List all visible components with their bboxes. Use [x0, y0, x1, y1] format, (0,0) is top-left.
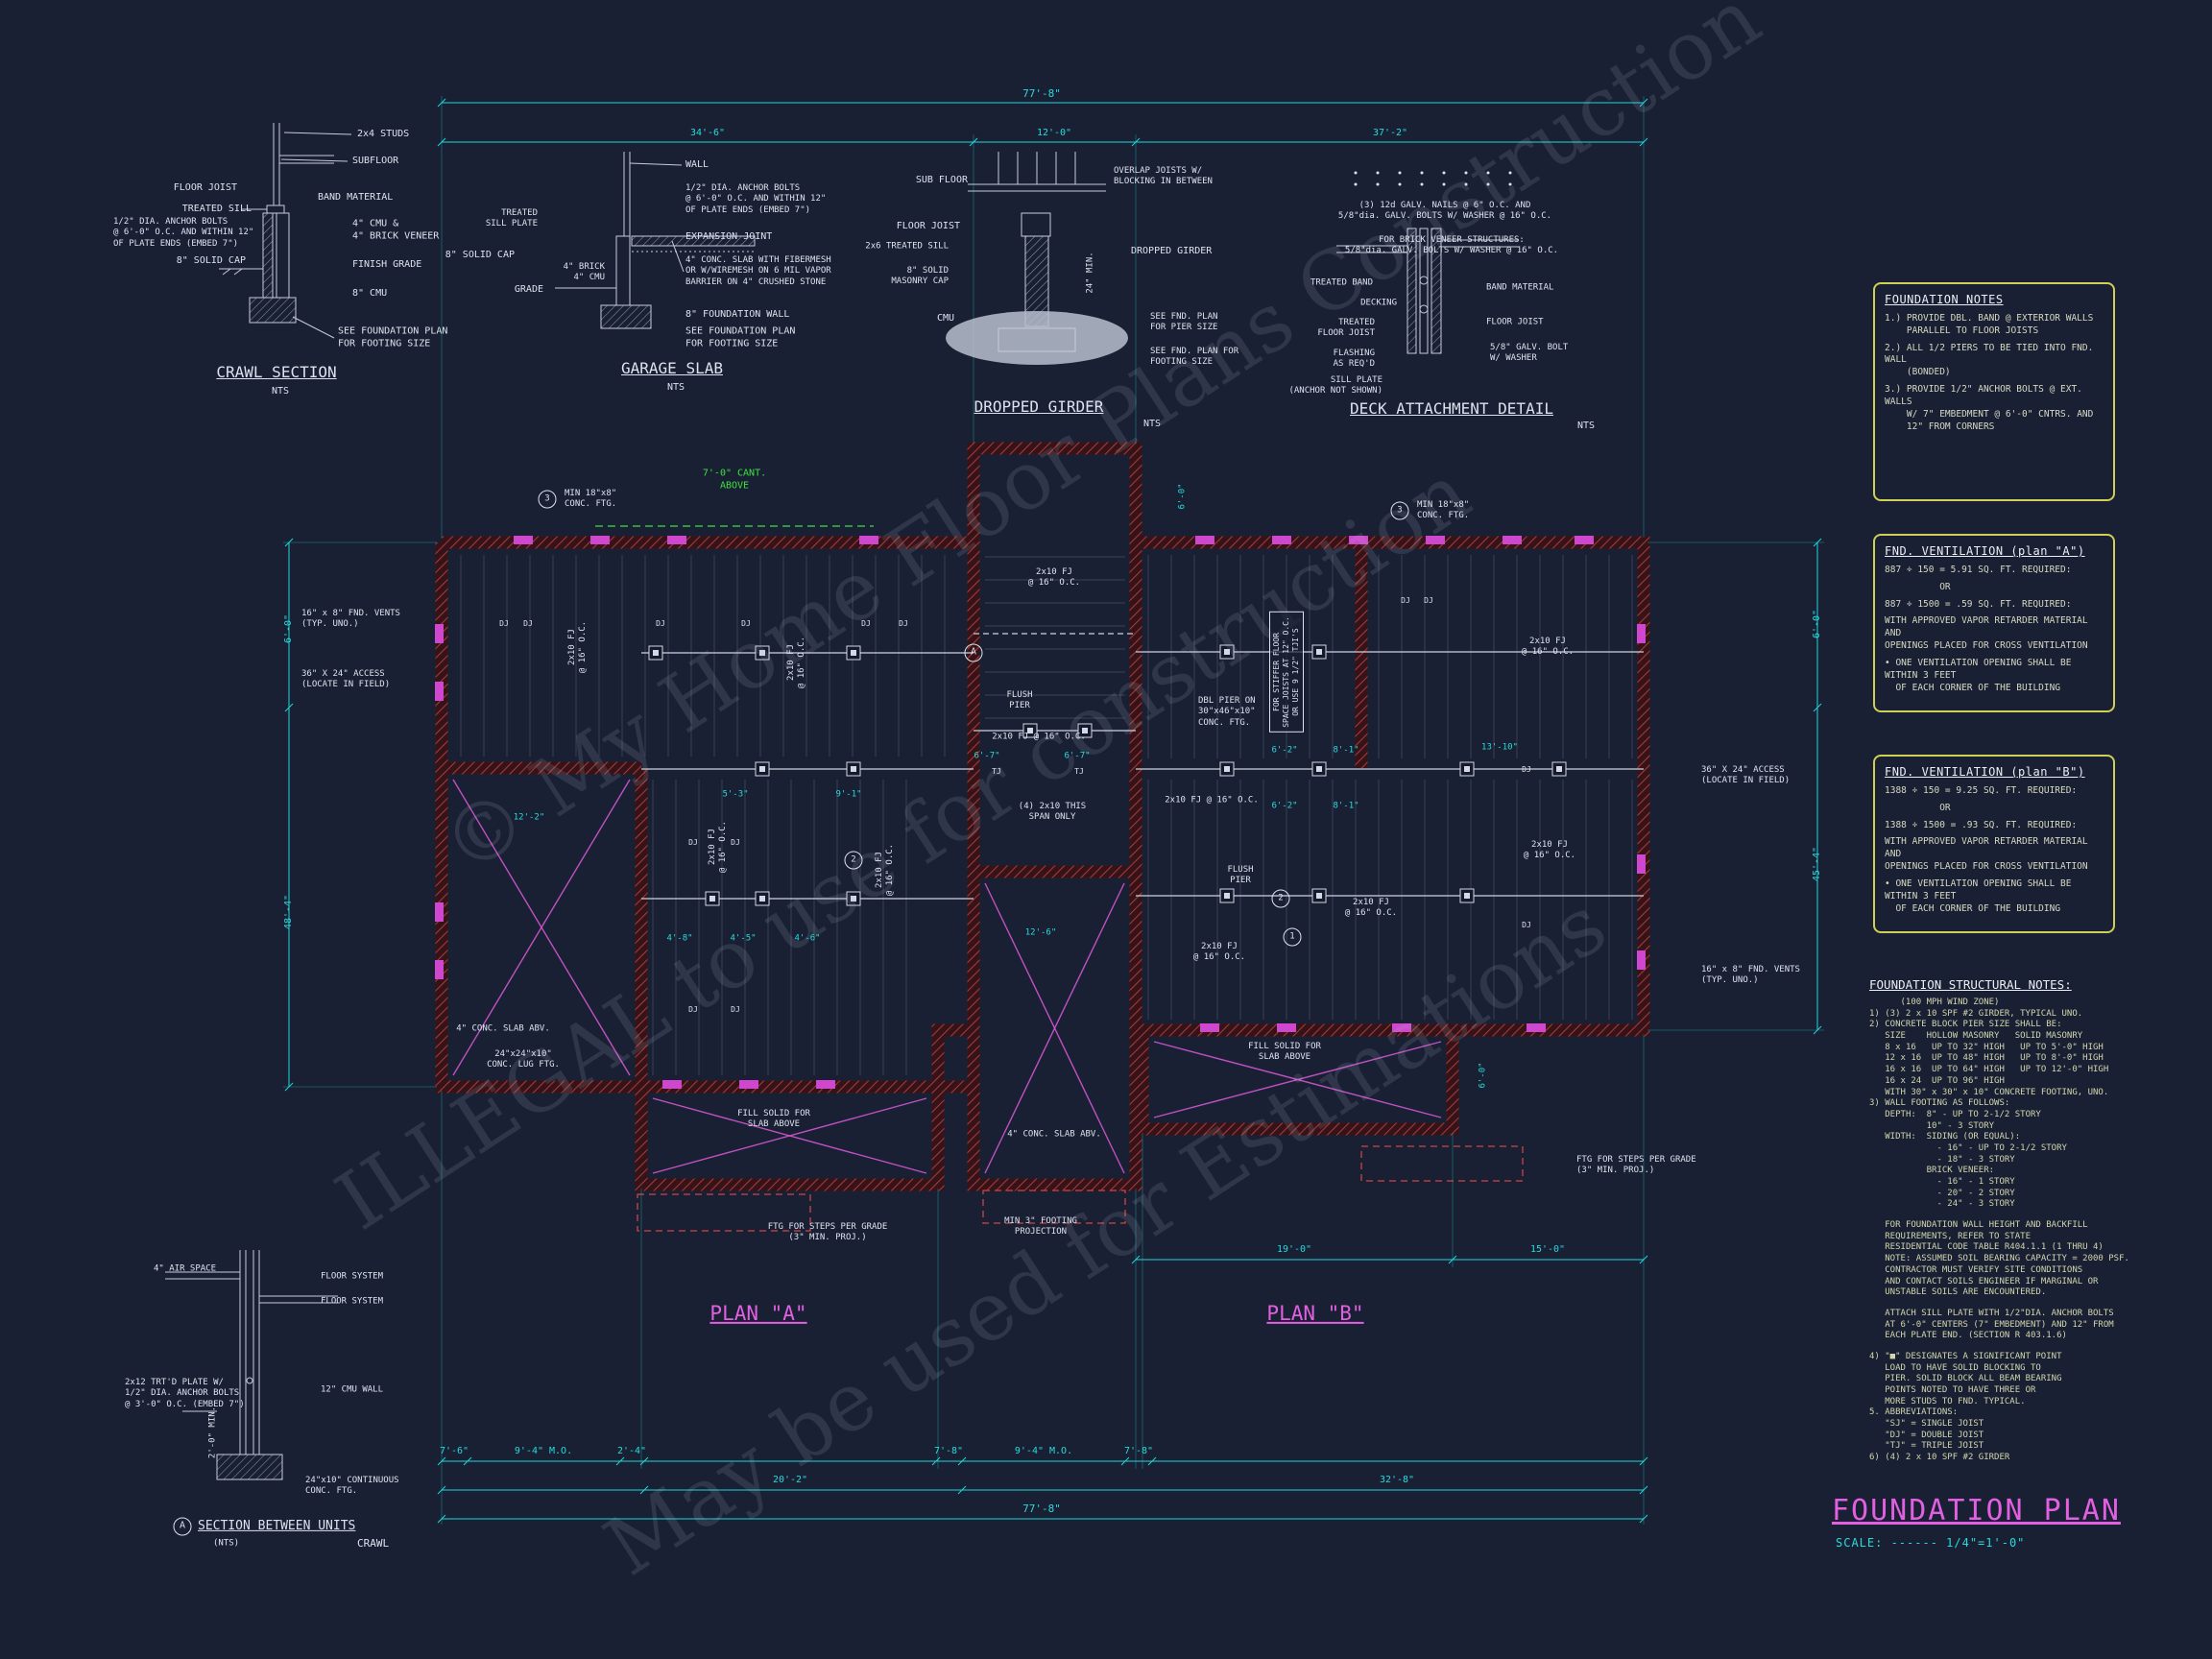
dropped-girder-sketch: [946, 152, 1128, 365]
joist-lines: [460, 555, 1633, 1075]
nail-pattern-dots: [1354, 171, 1512, 186]
foundation-notes-list: 1.) PROVIDE DBL. BAND @ EXTERIOR WALLS P…: [1885, 313, 2104, 433]
note-line: - 16" - 1 STORY: [1869, 1177, 2015, 1187]
vent-marks: [435, 536, 1646, 1089]
note-line: UNSTABLE SOILS ARE ENCOUNTERED.: [1869, 1287, 2047, 1298]
note-line: REQUIREMENTS, REFER TO STATE: [1869, 1231, 2031, 1241]
note-line: FOR FOUNDATION WALL HEIGHT AND BACKFILL: [1869, 1220, 2088, 1231]
note-line: LOAD TO HAVE SOLID BLOCKING TO: [1869, 1362, 2041, 1373]
note-line: 2) CONCRETE BLOCK PIER SIZE SHALL BE:: [1869, 1020, 2062, 1030]
structural-notes: FOUNDATION STRUCTURAL NOTES: (100 MPH WI…: [1869, 977, 2134, 1464]
note-line: NOTE: ASSUMED SOIL BEARING CAPACITY = 20…: [1869, 1254, 2129, 1264]
garage-slab-sketch: [555, 152, 756, 329]
note-line: 3) WALL FOOTING AS FOLLOWS:: [1869, 1098, 2010, 1109]
note-line: [1869, 1211, 2134, 1220]
crawl-section-sketch: [219, 123, 352, 339]
vent-a-list: 887 ÷ 150 = 5.91 SQ. FT. REQUIRED: OR 887…: [1885, 565, 2104, 694]
note-line: PIER. SOLID BLOCK ALL BEAM BEARING: [1869, 1374, 2062, 1384]
note-line: ATTACH SILL PLATE WITH 1/2"DIA. ANCHOR B…: [1869, 1308, 2114, 1318]
note-line: - 18" - 3 STORY: [1869, 1154, 2015, 1165]
foundation-walls: [435, 442, 1650, 1191]
note-line: 1388 ÷ 1500 = .93 SQ. FT. REQUIRED:: [1885, 819, 2078, 830]
vent-b-list: 1388 ÷ 150 = 9.25 SQ. FT. REQUIRED: OR 13…: [1885, 785, 2104, 915]
note-line: "SJ" = SINGLE JOIST: [1869, 1419, 1984, 1430]
note-line: - 16" - UP TO 2-1/2 STORY: [1869, 1142, 2067, 1153]
note-line: 6) (4) 2 x 10 SPF #2 GIRDER: [1869, 1453, 2010, 1463]
note-line: 3.) PROVIDE 1/2" ANCHOR BOLTS @ EXT. WAL…: [1885, 384, 2094, 432]
girder-lines: [641, 633, 1644, 900]
note-line: BRICK VENEER:: [1869, 1166, 1995, 1176]
step-footings: [637, 1145, 1524, 1232]
note-line: 16 x 24 UP TO 96" HIGH: [1869, 1075, 2005, 1086]
sheet-title: FOUNDATION PLAN: [1832, 1494, 2121, 1527]
note-line: DEPTH: 8" - UP TO 2-1/2 STORY: [1869, 1109, 2041, 1119]
note-line: WITH APPROVED VAPOR RETARDER MATERIAL AN…: [1885, 836, 2088, 873]
note-line: 887 ÷ 1500 = .59 SQ. FT. REQUIRED:: [1885, 598, 2072, 610]
note-line: 1388 ÷ 150 = 9.25 SQ. FT. REQUIRED:: [1885, 785, 2078, 796]
note-line: "DJ" = DOUBLE JOIST: [1869, 1430, 1984, 1440]
sheet-scale: SCALE: ------ 1/4"=1'-0": [1836, 1536, 2026, 1550]
note-line: "TJ" = TRIPLE JOIST: [1869, 1441, 1984, 1452]
note-line: - 20" - 2 STORY: [1869, 1188, 2015, 1198]
note-line: 10" - 3 STORY: [1869, 1120, 1995, 1131]
slab-x-braces: [452, 779, 1442, 1174]
note-line: EACH PLATE END. (SECTION R 403.1.6): [1869, 1331, 2067, 1341]
vent-b-title: FND. VENTILATION (plan "B"): [1885, 765, 2085, 779]
section-between-units-sketch: [165, 1250, 338, 1480]
structural-notes-title: FOUNDATION STRUCTURAL NOTES:: [1869, 977, 2072, 992]
note-line: (100 MPH WIND ZONE): [1869, 998, 2000, 1007]
note-line: 12 x 16 UP TO 48" HIGH UP TO 8'-0" HIGH: [1869, 1053, 2104, 1064]
dimension-lines: [284, 98, 1822, 1524]
note-line: WITH 30" x 30" x 10" CONCRETE FOOTING, U…: [1869, 1087, 2109, 1097]
note-line: 1) (3) 2 x 10 SPF #2 GIRDER, TYPICAL UNO…: [1869, 1008, 2083, 1019]
note-line: AT 6'-0" CENTERS (7" EMBEDMENT) AND 12" …: [1869, 1319, 2114, 1330]
note-line: WIDTH: SIDING (OR EQUAL):: [1869, 1132, 2021, 1142]
note-line: MORE STUDS TO FND. TYPICAL.: [1869, 1396, 2026, 1407]
note-line: - 24" - 3 STORY: [1869, 1199, 2015, 1210]
extension-lines: [283, 96, 1824, 1525]
foundation-notes-box: FOUNDATION NOTES 1.) PROVIDE DBL. BAND @…: [1873, 282, 2115, 501]
vent-b-box: FND. VENTILATION (plan "B") 1388 ÷ 150 =…: [1873, 755, 2115, 933]
note-line: 887 ÷ 150 = 5.91 SQ. FT. REQUIRED:: [1885, 565, 2072, 575]
note-line: [1869, 1342, 2134, 1352]
note-line: AND CONTACT SOILS ENGINEER IF MARGINAL O…: [1869, 1276, 2099, 1286]
note-line: 8 x 16 UP TO 32" HIGH UP TO 5'-0" HIGH: [1869, 1042, 2104, 1052]
note-line: • ONE VENTILATION OPENING SHALL BE WITHI…: [1885, 657, 2072, 693]
vent-a-title: FND. VENTILATION (plan "A"): [1885, 544, 2085, 558]
note-line: [1869, 1299, 2134, 1309]
pier-squares: [648, 644, 1567, 906]
note-line: 1.) PROVIDE DBL. BAND @ EXTERIOR WALLS P…: [1885, 313, 2094, 336]
note-line: 16 x 16 UP TO 64" HIGH UP TO 12'-0" HIGH: [1869, 1065, 2109, 1075]
note-line: WITH APPROVED VAPOR RETARDER MATERIAL AN…: [1885, 615, 2088, 652]
deck-attachment-sketch: [1336, 228, 1519, 354]
note-line: POINTS NOTED TO HAVE THREE OR: [1869, 1385, 2036, 1395]
vent-a-box: FND. VENTILATION (plan "A") 887 ÷ 150 = …: [1873, 534, 2115, 712]
note-line: 5. ABBREVIATIONS:: [1869, 1407, 1959, 1418]
note-line: OR: [1885, 581, 1951, 592]
note-line: 4) "■" DESIGNATES A SIGNIFICANT POINT: [1869, 1351, 2062, 1361]
note-line: OR: [1885, 802, 1951, 813]
note-line: RESIDENTIAL CODE TABLE R404.1.1 (1 THRU …: [1869, 1242, 2104, 1253]
note-line: • ONE VENTILATION OPENING SHALL BE WITHI…: [1885, 878, 2072, 914]
foundation-notes-title: FOUNDATION NOTES: [1885, 293, 2004, 306]
structural-notes-list: (100 MPH WIND ZONE)1) (3) 2 x 10 SPF #2 …: [1869, 998, 2134, 1464]
note-line: CONTRACTOR MUST VERIFY SITE CONDITIONS: [1869, 1264, 2083, 1275]
note-line: 2.) ALL 1/2 PIERS TO BE TIED INTO FND. W…: [1885, 342, 2094, 378]
note-line: SIZE HOLLOW MASONRY SOLID MASONRY: [1869, 1031, 2083, 1042]
